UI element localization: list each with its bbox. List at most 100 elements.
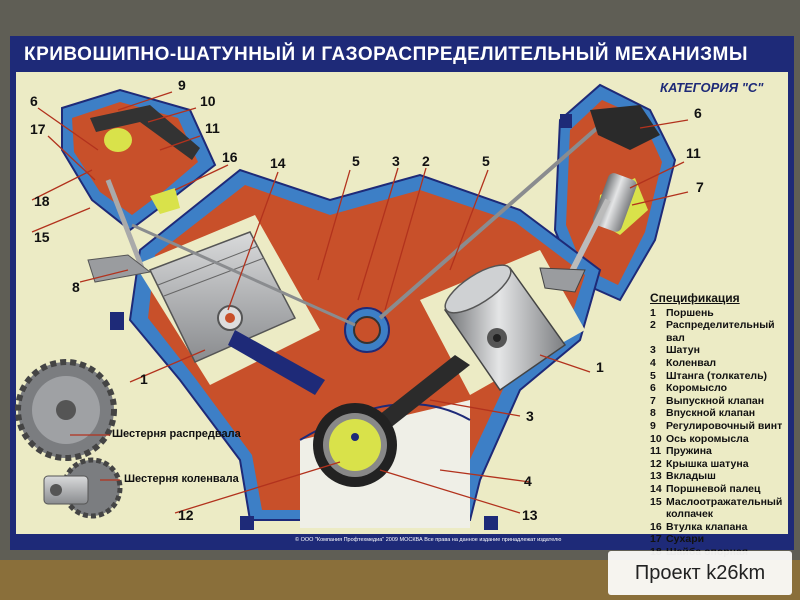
- spec-item-label: Втулка клапана: [666, 520, 748, 533]
- right-piston: [443, 264, 567, 392]
- spec-item-label: Регулировочный винт: [666, 419, 783, 432]
- left-connecting-rod: [228, 330, 325, 395]
- spec-item-label: вал: [666, 331, 685, 344]
- callout-9: 9: [178, 77, 186, 93]
- right-valve-assembly: [539, 105, 660, 293]
- left-piston: [148, 231, 297, 363]
- spec-item: 17 Сухари: [650, 533, 790, 546]
- spec-item-label: Коленвал: [666, 356, 717, 369]
- spec-item-number: 4: [650, 356, 656, 369]
- left-oil-passage: [150, 188, 180, 214]
- poster-title: КРИВОШИПНО-ШАТУННЫЙ И ГАЗОРАСПРЕДЕЛИТЕЛЬ…: [18, 40, 788, 70]
- spec-item-label: Коромысло: [666, 382, 728, 395]
- spec-item-number: 9: [650, 419, 656, 432]
- spec-item-label: Распределительный: [666, 319, 775, 332]
- spec-item-label: Впускной клапан: [666, 407, 756, 420]
- camshaft: [344, 307, 390, 353]
- spec-item-label: Пружина: [666, 445, 712, 458]
- spec-item-number: 15: [650, 495, 662, 508]
- watermark: Проект k26km: [608, 551, 792, 595]
- block-bolts: [110, 114, 572, 530]
- callout-7: 7: [696, 179, 704, 195]
- spec-item-number: 10: [650, 432, 662, 445]
- spec-item-label: колпачек: [666, 508, 714, 521]
- spec-item: 6 Коромысло: [650, 382, 790, 395]
- spec-item-number: 12: [650, 457, 662, 470]
- spec-item-number: 2: [650, 319, 656, 332]
- spec-item-number: 8: [650, 407, 656, 420]
- spec-item-label: Шатун: [666, 344, 700, 357]
- left-pushrod: [131, 223, 356, 327]
- spec-item-label: Вкладыш: [666, 470, 716, 483]
- spec-item: вал: [650, 332, 790, 345]
- callout-2: 2: [422, 153, 430, 169]
- left-valve-stem: [105, 179, 145, 269]
- spec-item: 13 Вкладыш: [650, 470, 790, 483]
- spec-item-number: 7: [650, 394, 656, 407]
- spec-item-number: [650, 332, 666, 345]
- spec-item-label: Сухари: [666, 533, 705, 546]
- crankshaft-gear-label: Шестерня коленвала: [124, 473, 239, 485]
- spec-item: 1 Поршень: [650, 307, 790, 320]
- spec-item-label: Выпускной клапан: [666, 394, 765, 407]
- spec-item: 10 Ось коромысла: [650, 433, 790, 446]
- spec-item-number: 5: [650, 369, 656, 382]
- specification-heading: Спецификация: [650, 291, 740, 305]
- callout-6-right: 6: [694, 105, 702, 121]
- spec-item-label: Маслоотражательный: [666, 495, 783, 508]
- camshaft-gear-label: Шестерня распредвала: [112, 428, 241, 440]
- spec-item-label: Поршневой палец: [666, 482, 761, 495]
- callout-5-right: 5: [482, 153, 490, 169]
- spec-item: 14 Поршневой палец: [650, 483, 790, 496]
- callout-11-right: 11: [686, 145, 701, 161]
- callout-3-bottom: 3: [526, 408, 534, 424]
- spec-item-number: 17: [650, 533, 662, 546]
- callout-16: 16: [222, 149, 238, 165]
- callout-6-left: 6: [30, 93, 38, 109]
- callout-8: 8: [72, 279, 80, 295]
- callout-15: 15: [34, 229, 50, 245]
- callout-13: 13: [522, 507, 538, 523]
- spec-item-number: [650, 508, 666, 521]
- spec-item-number: 11: [650, 445, 662, 458]
- callout-12: 12: [178, 507, 194, 523]
- spec-item-number: 1: [650, 306, 656, 319]
- callout-5-center: 5: [352, 153, 360, 169]
- left-rocker-arm: [90, 105, 200, 160]
- valve-spring: [593, 173, 637, 232]
- callout-14: 14: [270, 155, 286, 171]
- spec-item: 8 Впускной клапан: [650, 407, 790, 420]
- spec-item-number: 6: [650, 382, 656, 395]
- spec-item: 9 Регулировочный винт: [650, 420, 790, 433]
- spec-item: колпачек: [650, 508, 790, 521]
- spec-item-number: 13: [650, 470, 662, 483]
- callout-11-left: 11: [205, 120, 220, 136]
- connecting-rod-cap: [313, 403, 397, 487]
- category-label: КАТЕГОРИЯ "С": [660, 80, 764, 95]
- right-valve-head: [539, 267, 586, 293]
- spec-item: 3 Шатун: [650, 344, 790, 357]
- spec-item-number: 3: [650, 344, 656, 357]
- right-pushrod: [378, 113, 614, 320]
- spec-item: 16 Втулка клапана: [650, 521, 790, 534]
- spec-item-label: Ось коромысла: [666, 432, 749, 445]
- spec-item-number: 16: [650, 520, 662, 533]
- callout-17: 17: [30, 121, 46, 137]
- spec-item: 2 Распределительный: [650, 319, 790, 332]
- callout-1-left: 1: [140, 371, 148, 387]
- spec-item-label: Крышка шатуна: [666, 457, 749, 470]
- left-oil-gallery: [104, 128, 132, 152]
- left-valve-head: [87, 254, 152, 283]
- spec-item-label: Поршень: [666, 306, 714, 319]
- spec-item-number: 14: [650, 482, 662, 495]
- spec-item: 15 Маслоотражательный: [650, 496, 790, 509]
- callout-3-top: 3: [392, 153, 400, 169]
- callout-1-right: 1: [596, 359, 604, 375]
- spec-item: 7 Выпускной клапан: [650, 395, 790, 408]
- spec-item: 12 Крышка шатуна: [650, 458, 790, 471]
- camshaft-gear: [15, 359, 117, 461]
- callout-10: 10: [200, 93, 216, 109]
- right-rocker-arm: [590, 105, 660, 150]
